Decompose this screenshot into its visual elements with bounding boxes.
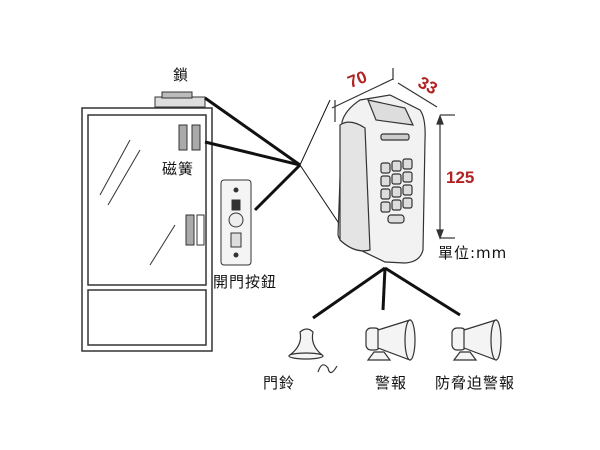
door-handle-icon [185,214,205,246]
doorbell-icon [288,328,338,374]
height-dimension: 125 [446,168,475,187]
magnetic-contact-label: 磁簧 [162,160,195,178]
keypad-reader [337,94,426,264]
unit-label: 單位:mm [438,244,508,262]
wiring-lines [204,96,461,320]
dimension-lines [331,68,455,240]
alarm-label: 警報 [375,374,408,392]
exit-button-label: 開門按鈕 [213,273,278,291]
duress-alarm-speaker-icon [451,319,502,361]
magnetic-contact-icon [178,124,201,151]
duress-alarm-label: 防脅迫警報 [435,374,516,392]
lock-label: 鎖 [173,66,190,84]
doorbell-label: 門鈴 [263,374,296,392]
alarm-speaker-icon [365,319,416,361]
door [81,107,213,352]
lock-icon [154,91,206,108]
exit-button-icon [220,179,252,266]
